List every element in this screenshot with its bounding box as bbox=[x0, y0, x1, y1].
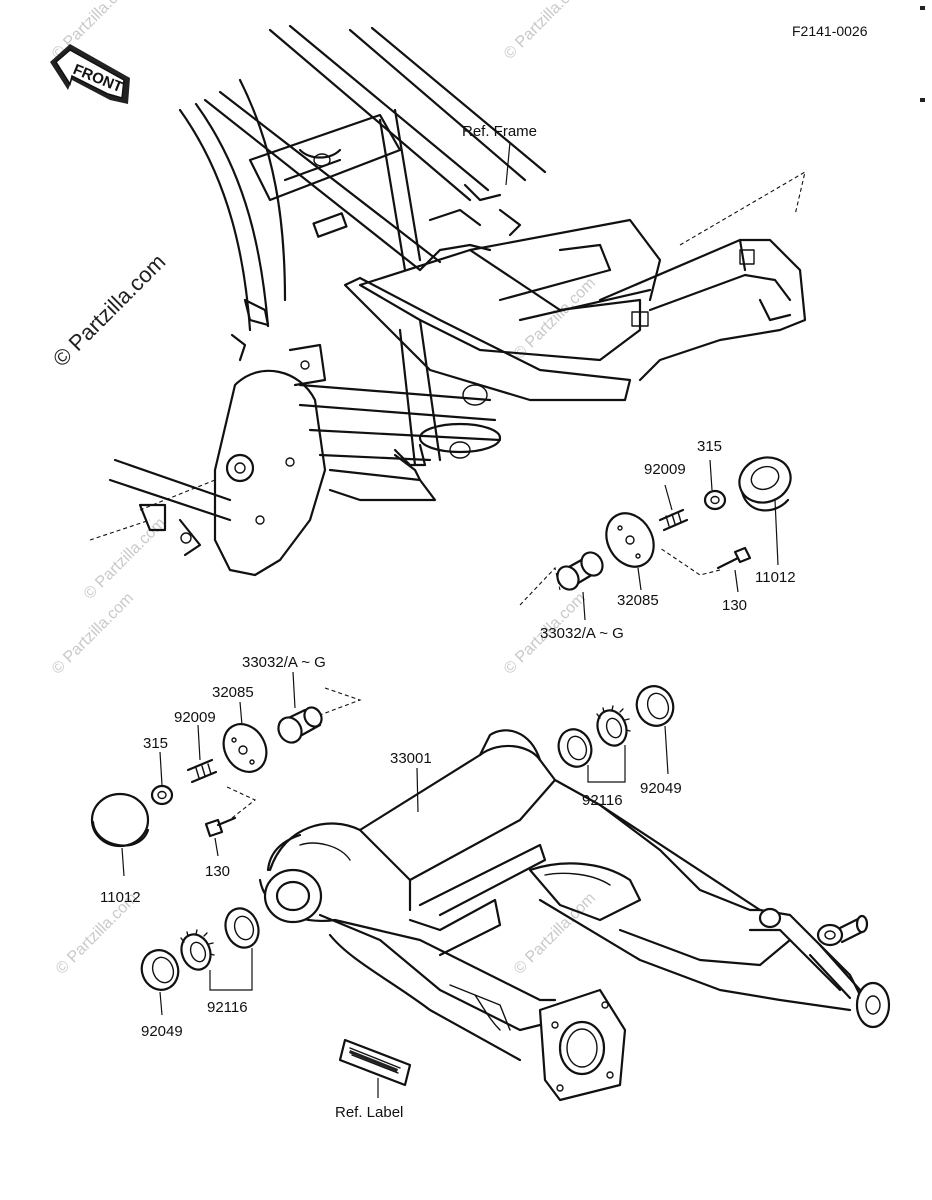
right-bearing-group bbox=[557, 685, 675, 783]
watermark-text: © Partzilla.com bbox=[511, 890, 599, 978]
left-parts-group bbox=[90, 671, 362, 877]
label-part-92116-left: 92116 bbox=[207, 999, 248, 1016]
label-part-33001: 33001 bbox=[390, 750, 432, 767]
label-part-315-left: 315 bbox=[143, 735, 168, 752]
label-part-92049-right: 92049 bbox=[640, 780, 682, 797]
swingarm-drawing bbox=[258, 729, 891, 1102]
label-part-130-left: 130 bbox=[205, 863, 230, 880]
registration-mark bbox=[920, 98, 925, 102]
label-part-11012: 11012 bbox=[755, 569, 796, 586]
upper-parts-group bbox=[519, 456, 792, 621]
label-part-92049-left: 92049 bbox=[141, 1023, 183, 1040]
label-part-32085-left: 32085 bbox=[212, 684, 254, 701]
label-part-92009: 92009 bbox=[644, 461, 686, 478]
label-part-92009-left: 92009 bbox=[174, 709, 216, 726]
label-part-92116-right: 92116 bbox=[582, 792, 623, 809]
left-bearing-group bbox=[140, 907, 260, 1016]
label-part-11012-left: 11012 bbox=[100, 889, 141, 906]
label-part-130: 130 bbox=[722, 597, 747, 614]
label-part-315: 315 bbox=[697, 438, 722, 455]
label-ref-frame: Ref. Frame bbox=[462, 123, 537, 140]
labels-layer: Ref. Frame 315 92009 11012 32085 130 330… bbox=[100, 123, 796, 1121]
label-part-33032: 33032/A ~ G bbox=[540, 625, 624, 642]
diagram-code: F2141-0026 bbox=[792, 23, 868, 39]
front-arrow-badge: FRONT bbox=[50, 44, 130, 104]
watermark-text: © Partzilla.com bbox=[49, 590, 137, 678]
watermark-main: © Partzilla.com bbox=[48, 249, 171, 372]
frame-drawing bbox=[89, 24, 807, 577]
leader-ref-frame bbox=[505, 141, 511, 186]
label-ref-label: Ref. Label bbox=[335, 1104, 403, 1121]
ref-label-plate bbox=[338, 1038, 412, 1098]
label-part-32085: 32085 bbox=[617, 592, 659, 609]
watermark-text: © Partzilla.com bbox=[501, 0, 589, 63]
label-part-33032-left: 33032/A ~ G bbox=[242, 654, 326, 671]
registration-mark bbox=[920, 6, 925, 10]
